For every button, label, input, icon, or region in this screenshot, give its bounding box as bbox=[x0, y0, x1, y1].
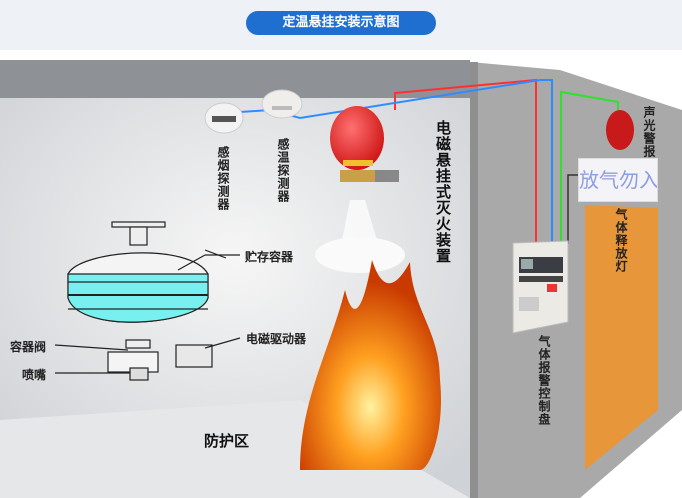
sound-light-alarm-icon bbox=[606, 110, 634, 150]
right-wall-corner bbox=[470, 62, 478, 498]
release-lamp-label: 气体释放灯 bbox=[614, 208, 628, 273]
heat-detector-label: 感温探测器 bbox=[276, 138, 290, 203]
storage-container-label: 贮存容器 bbox=[245, 250, 294, 264]
alarm-label: 声光警报器 bbox=[642, 106, 656, 171]
wire-green bbox=[560, 90, 619, 244]
wire-red bbox=[394, 78, 537, 244]
release-door bbox=[585, 205, 658, 470]
smoke-detector-icon bbox=[204, 102, 244, 134]
smoke-cloud bbox=[315, 237, 405, 273]
ceiling bbox=[0, 60, 470, 98]
wire-black bbox=[567, 174, 578, 244]
suspended-extinguisher-icon bbox=[330, 106, 399, 182]
no-entry-sign: 放气勿入 bbox=[578, 158, 658, 202]
control-panel-icon bbox=[512, 240, 569, 334]
extinguisher-label: 电磁悬挂式灭火装置 bbox=[434, 120, 452, 264]
smoke-detector-label: 感烟探测器 bbox=[216, 146, 230, 211]
floor bbox=[0, 400, 470, 498]
solenoid-driver-label: 电磁驱动器 bbox=[246, 332, 307, 346]
container-valve-label: 容器阀 bbox=[10, 340, 47, 354]
storage-container-diagram bbox=[54, 221, 241, 381]
fire-icon bbox=[300, 260, 441, 470]
nozzle-label: 喷嘴 bbox=[22, 368, 47, 382]
control-panel-label: 气体报警控制盘 bbox=[537, 335, 551, 426]
heat-detector-icon bbox=[261, 89, 303, 119]
protected-zone-label: 防护区 bbox=[204, 432, 250, 450]
page-title: 定温悬挂安装示意图 bbox=[246, 11, 436, 35]
